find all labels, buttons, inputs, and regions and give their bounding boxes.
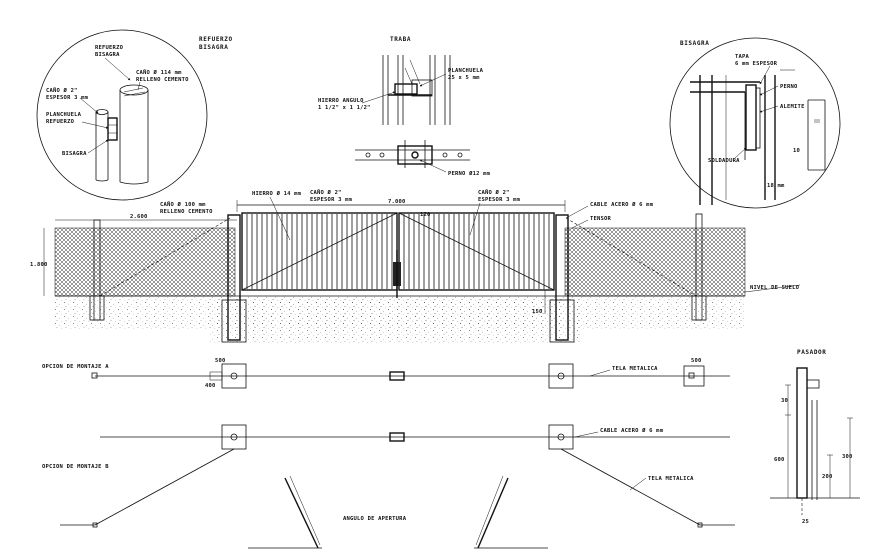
- angulo-apertura: ANGULO DE APERTURA: [248, 475, 548, 549]
- plan-a-dim-500: 500: [215, 358, 226, 364]
- detail-refuerzo-bisagra: REFUERZO BISAGRA REFUERZO BISAGRA CAÑO Ø…: [36, 29, 233, 201]
- footing-right: [549, 299, 575, 343]
- label-cable-acero: CABLE ACERO Ø 6 mm: [590, 201, 654, 208]
- label-planchuela-refuerzo: REFUERZO: [46, 119, 75, 125]
- label-cano-100: CAÑO Ø 100 mm: [160, 201, 206, 208]
- pasador-dim-300: 300: [842, 454, 853, 460]
- label-cano-2: CAÑO Ø 2": [46, 87, 78, 94]
- open-leaf-right: [477, 477, 509, 549]
- dim-150: 150: [532, 309, 543, 315]
- label-refuerzo: REFUERZO: [95, 45, 124, 51]
- mesh-fence-right: [565, 228, 745, 296]
- plan-a-dim-500-right: 500: [691, 358, 702, 364]
- detail-circle: [36, 29, 208, 201]
- label-dim-10: 10: [793, 148, 800, 154]
- label-cable-acero-plan: CABLE ACERO Ø 6 mm: [600, 427, 664, 434]
- label-alemite: ALEMITE: [780, 104, 805, 110]
- plan-a-post-right: [548, 363, 574, 389]
- plan-b-diag-left: [94, 448, 235, 526]
- large-pipe: [119, 84, 149, 185]
- dim-120: 120: [420, 212, 431, 218]
- pasador-dim-600: 600: [774, 457, 785, 463]
- label-cano-2-right: CAÑO Ø 2": [478, 189, 510, 196]
- plan-option-b: CABLE ACERO Ø 6 mm OPCION DE MONTAJE B T…: [42, 424, 735, 528]
- traba-elevation: [382, 55, 451, 125]
- detail-traba: TRABA PLANCHUELA 25 x 5 mm HIERRO ANGULO…: [318, 36, 491, 177]
- mesh-fence-left: [55, 228, 235, 296]
- gate-leaf-right: [398, 212, 555, 291]
- label-planchuela: PLANCHUELA: [46, 112, 82, 118]
- label-tapa-espesor: 6 mm ESPESOR: [735, 61, 778, 67]
- pasador-bolt: [796, 367, 808, 499]
- label-espesor-right: ESPESOR 3 mm: [478, 197, 521, 203]
- label-perno-12: PERNO Ø12 mm: [448, 170, 491, 177]
- detail-bisagra: BISAGRA TAPA 6 mm ESPESOR PERNO ALEMITE: [669, 37, 841, 209]
- dim-span: 7.000: [388, 199, 406, 205]
- title-opcion-b: OPCION DE MONTAJE B: [42, 464, 109, 470]
- label-hierro-14: HIERRO Ø 14 mm: [252, 190, 302, 197]
- label-tapa: TAPA: [735, 54, 750, 60]
- pasador-dim-25: 25: [802, 519, 809, 525]
- label-perno: PERNO: [780, 84, 798, 90]
- label-soldadura: SOLDADURA: [708, 158, 740, 164]
- cable-left: [99, 217, 231, 297]
- pasador-dim-200: 200: [822, 474, 833, 480]
- footing-left: [221, 299, 247, 343]
- title-bisagra: BISAGRA: [680, 40, 710, 47]
- label-espesor-left: ESPESOR 3 mm: [310, 197, 353, 203]
- label-dim-18: 18 mm: [767, 183, 785, 189]
- bisagra-frame: [690, 75, 826, 205]
- title-opcion-a: OPCION DE MONTAJE A: [42, 364, 109, 370]
- plan-a-dim-400: 400: [205, 383, 216, 389]
- label-hierro-angulo-size: 1 1/2" x 1 1/2": [318, 105, 371, 111]
- title-traba: TRABA: [390, 36, 411, 43]
- detail-pasador: PASADOR 30 600 200 300 25: [770, 349, 860, 525]
- small-pipe: [95, 109, 109, 182]
- label-refuerzo-bisagra: BISAGRA: [95, 52, 120, 58]
- label-cano-114: CAÑO Ø 114 mm: [136, 69, 182, 76]
- title-pasador: PASADOR: [797, 349, 827, 356]
- gate-bars: [246, 214, 550, 289]
- cable-right: [565, 217, 697, 297]
- dim-left: 2.600: [130, 214, 148, 220]
- label-bisagra: BISAGRA: [62, 151, 87, 157]
- detail-circle-bisagra: [669, 37, 841, 209]
- pasador-dim-30: 30: [781, 398, 788, 404]
- label-cano-2-left: CAÑO Ø 2": [310, 189, 342, 196]
- label-planchuela-size: 25 x 5 mm: [448, 75, 480, 81]
- label-tela-metalica-a: TELA METALICA: [612, 366, 658, 372]
- plan-b-diag-right: [560, 448, 701, 526]
- traba-plan: [355, 140, 470, 168]
- open-leaf-left: [284, 477, 319, 549]
- label-tela-metalica-b: TELA METALICA: [648, 476, 694, 482]
- label-relleno-cemento: RELLENO CEMENTO: [136, 77, 189, 83]
- label-espesor-3: ESPESOR 3 mm: [46, 95, 89, 101]
- plan-option-a: OPCION DE MONTAJE A 500 400 500 TELA MET…: [42, 358, 730, 389]
- label-planchuela-traba: PLANCHUELA: [448, 68, 484, 74]
- hinge-plate: [107, 117, 118, 141]
- gate-post-left: [227, 214, 241, 341]
- label-hierro-angulo: HIERRO ANGULO: [318, 98, 364, 104]
- title-refuerzo: REFUERZO: [199, 36, 233, 43]
- label-angulo-apertura: ANGULO DE APERTURA: [343, 516, 407, 522]
- gate-post-right: [555, 214, 569, 341]
- label-relleno: RELLENO CEMENTO: [160, 209, 213, 215]
- label-tensor: TENSOR: [590, 216, 612, 222]
- dim-height: 1.800: [30, 262, 48, 268]
- title-bisagra-sub: BISAGRA: [199, 44, 229, 51]
- main-elevation: 7.000 2.600 120 1.800 150 CAÑO Ø 100 mm …: [30, 189, 801, 344]
